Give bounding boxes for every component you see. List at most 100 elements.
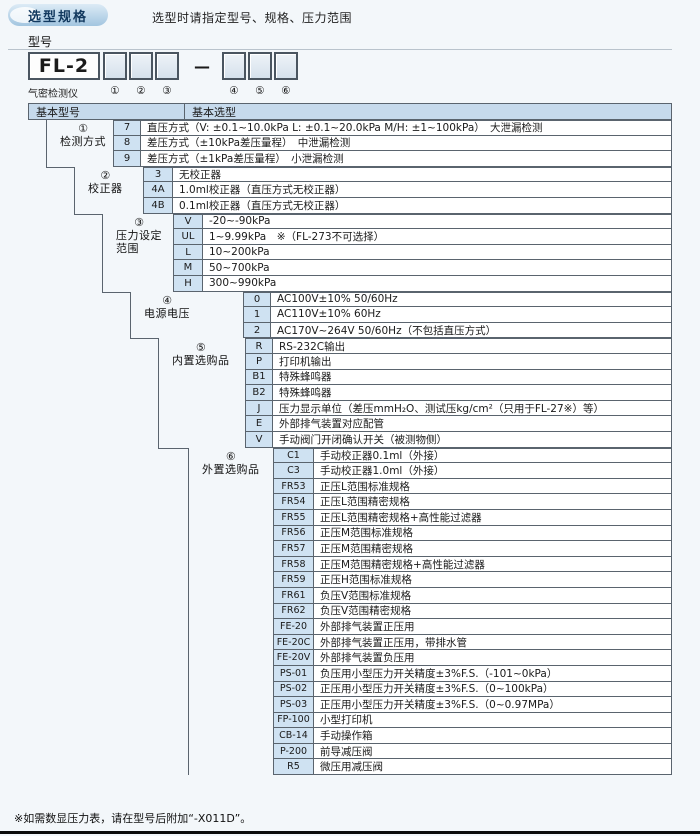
option-code-cell: 3 (144, 167, 173, 182)
option-code-cell: CB-14 (274, 728, 314, 743)
option-code-cell: P (246, 353, 273, 369)
option-row: 8 差压方式（±10kPa差压量程） 中泄漏检测 (113, 135, 672, 152)
option-code-cell: C1 (274, 448, 314, 463)
device-type-label: 气密检测仪 (28, 89, 78, 100)
option-row: L 10~200kPa (173, 244, 672, 261)
option-desc-cell: 300~990kPa (209, 277, 277, 290)
digit-position-label-1: ① (110, 85, 120, 97)
option-desc-cell: 0.1ml校正器（直压方式无校正器） (179, 199, 346, 212)
option-row: PS-02 正压用小型压力开关精度±3%F.S.（0~100kPa） (273, 681, 672, 698)
connector-line (158, 338, 159, 448)
option-row: CB-14 手动操作箱 (273, 728, 672, 744)
option-row: 4A 1.0ml校正器（直压方式无校正器） (143, 182, 672, 198)
option-row: 7 直压方式（V: ±0.1~10.0kPa L: ±0.1~20.0kPa M… (113, 120, 672, 136)
option-row: FR59 正压H范围标准规格 (273, 572, 672, 588)
connector-line (158, 447, 189, 449)
option-desc-cell: 特殊蜂鸣器 (279, 386, 332, 399)
option-code-cell: FP-100 (274, 712, 314, 728)
connector-line (46, 166, 75, 168)
group-5-tag: ⑤ 内置选购品 (172, 341, 230, 367)
option-row: E 外部排气装置对应配管 (245, 416, 672, 432)
option-code-cell: B1 (246, 369, 273, 385)
option-code-cell: M (174, 260, 203, 275)
option-row: FR55 正压L范围精密规格+高性能过滤器 (273, 509, 672, 526)
option-desc-cell: 50~700kPa (209, 261, 270, 274)
option-row: FE-20C 外部排气装置正压用，带排水管 (273, 634, 672, 651)
digit-position-label-3: ③ (162, 85, 172, 97)
group-6-label: 外置选购品 (202, 462, 260, 476)
option-code-cell: FR54 (274, 494, 314, 509)
option-desc-cell: AC170V~264V 50/60Hz（不包括直压方式） (277, 324, 497, 337)
option-code-cell: V (174, 214, 203, 229)
option-code-cell: PS-01 (274, 665, 314, 681)
group-detection-method-table: 7 直压方式（V: ±0.1~10.0kPa L: ±0.1~20.0kPa M… (113, 120, 672, 167)
model-section-label: 型号 (28, 35, 53, 49)
option-row: 1 AC110V±10% 60Hz (243, 307, 672, 323)
group-1-number: ① (78, 121, 88, 135)
option-code-cell: 0 (244, 292, 271, 307)
option-row: 3 无校正器 (143, 166, 672, 183)
option-row: FR57 正压M范围精密规格 (273, 541, 672, 557)
option-code-cell: P-200 (274, 743, 314, 759)
footnote: ※如需数显压力表，请在型号后附加“-X011D”。 (14, 812, 252, 825)
section-divider (8, 49, 672, 50)
option-code-cell: FE-20 (274, 619, 314, 634)
option-code-cell: FR58 (274, 556, 314, 572)
option-row: R5 微压用减压阀 (273, 759, 672, 776)
option-desc-cell: 差压方式（±10kPa差压量程） 中泄漏检测 (147, 137, 351, 150)
option-row: 4B 0.1ml校正器（直压方式无校正器） (143, 197, 672, 214)
option-row: P-200 前导减压阀 (273, 743, 672, 760)
option-row: FR62 负压V范围精密规格 (273, 603, 672, 620)
option-code-cell: FR59 (274, 572, 314, 587)
digit-position-label-4: ④ (229, 85, 239, 97)
option-code-cell: FR55 (274, 509, 314, 525)
option-desc-cell: 正压M范围精密规格 (320, 542, 414, 555)
option-row: FR61 负压V范围标准规格 (273, 587, 672, 604)
option-row: C1 手动校正器0.1ml（外接） (273, 447, 672, 464)
group-6-number: ⑥ (225, 449, 236, 463)
option-desc-cell: 手动校正器0.1ml（外接） (320, 449, 445, 462)
option-desc-cell: 正压M范围精密规格+高性能过滤器 (320, 558, 485, 571)
group-6-tag: ⑥ 外置选购品 (202, 450, 260, 476)
group-1-label: 检测方式 (60, 134, 106, 148)
model-digit-box-2 (129, 52, 153, 80)
connector-line (102, 291, 131, 293)
option-desc-cell: 手动校正器1.0ml（外接） (320, 464, 445, 477)
option-code-cell: V (246, 431, 273, 447)
option-desc-cell: 差压方式（±1kPa差压量程） 小泄漏检测 (147, 152, 344, 165)
model-digit-box-6 (274, 52, 298, 80)
connector-line (130, 291, 131, 339)
option-desc-cell: 正压H范围标准规格 (320, 574, 412, 587)
option-code-cell: R (246, 339, 273, 353)
option-code-cell: 9 (114, 151, 141, 166)
group-3-label: 压力设定 (116, 228, 162, 242)
group-external-options-table: C1 手动校正器0.1ml（外接） C3 手动校正器1.0ml（外接） FR53… (273, 447, 672, 776)
option-row: FR58 正压M范围精密规格+高性能过滤器 (273, 556, 672, 573)
group-2-label: 校正器 (88, 181, 123, 195)
option-row: FR54 正压L范围精密规格 (273, 494, 672, 510)
option-row: FE-20 外部排气装置正压用 (273, 619, 672, 635)
option-code-cell: FR57 (274, 541, 314, 556)
group-builtin-options-table: R RS-232C输出 P 打印机输出 B1 特殊蜂鸣器 B2 特殊蜂鸣器 J … (245, 338, 672, 448)
option-desc-cell: 小型打印机 (320, 714, 373, 727)
option-row: 9 差压方式（±1kPa差压量程） 小泄漏检测 (113, 151, 672, 167)
connector-line (102, 213, 103, 292)
option-desc-cell: 前导减压阀 (320, 745, 373, 758)
option-desc-cell: 正压M范围标准规格 (320, 527, 414, 540)
option-code-cell: PS-03 (274, 697, 314, 712)
model-prefix-box: FL-2 (28, 52, 100, 80)
header-cell-basic-model: 基本型号 (28, 103, 185, 120)
option-row: M 50~700kPa (173, 260, 672, 276)
option-desc-cell: 无校正器 (179, 169, 221, 182)
option-desc-cell: 正压L范围精密规格+高性能过滤器 (320, 511, 482, 524)
option-desc-cell: 手动阀门开闭确认开关（被测物侧） (279, 433, 447, 446)
option-desc-cell: 外部排气装置正压用 (320, 620, 415, 633)
option-desc-cell: 正压L范围标准规格 (320, 480, 410, 493)
model-digit-box-1 (103, 52, 127, 80)
option-desc-cell: 直压方式（V: ±0.1~10.0kPa L: ±0.1~20.0kPa M/H… (147, 122, 543, 135)
option-row: FR53 正压L范围标准规格 (273, 478, 672, 495)
option-desc-cell: AC100V±10% 50/60Hz (277, 293, 398, 306)
group-4-number: ④ (162, 293, 172, 307)
digit-position-label-5: ⑤ (255, 85, 265, 97)
option-desc-cell: 微压用减压阀 (320, 761, 383, 774)
